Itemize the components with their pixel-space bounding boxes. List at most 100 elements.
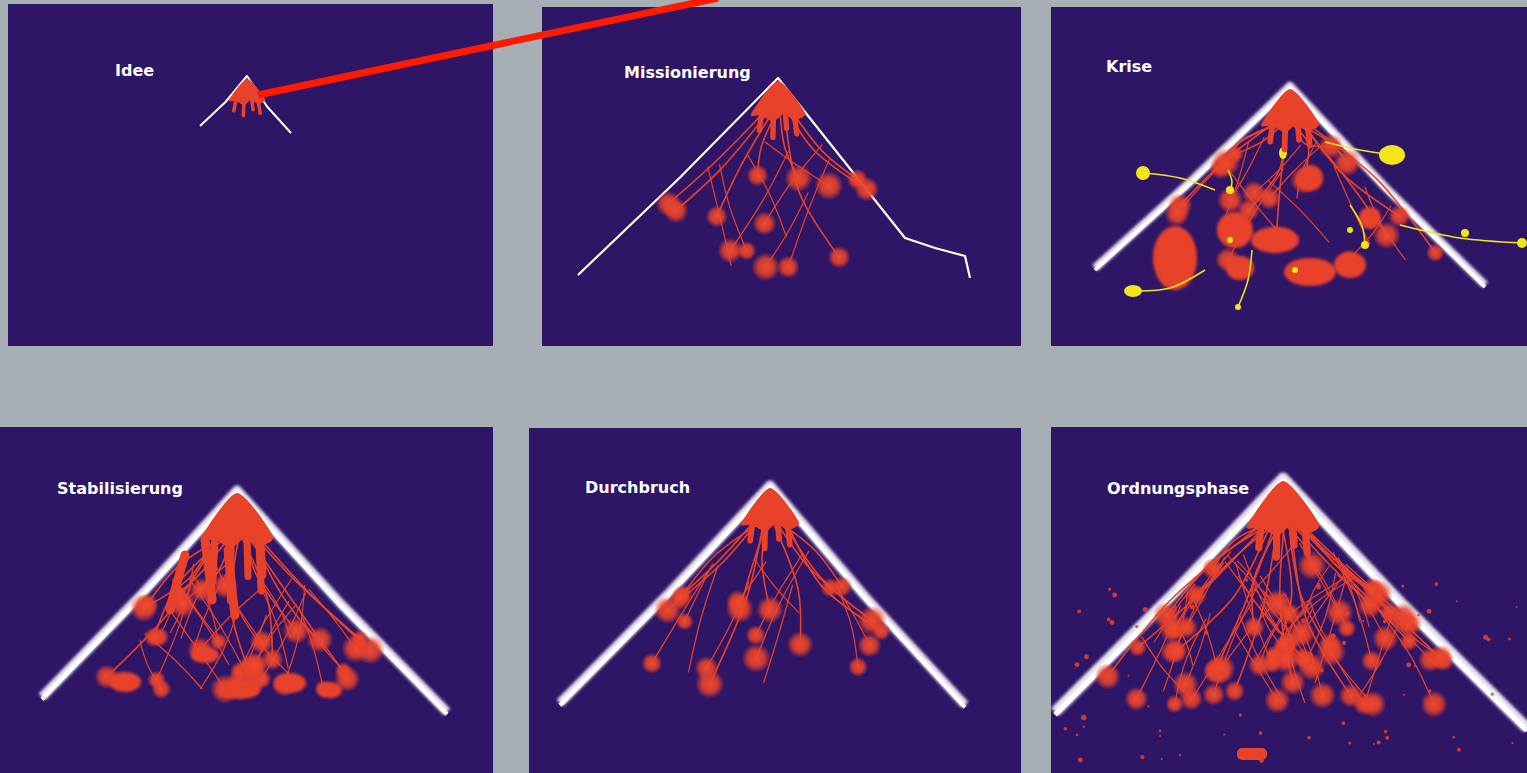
crisis-spot — [1226, 186, 1234, 194]
lava-drip — [762, 523, 768, 548]
lava-speck — [1147, 705, 1149, 707]
lava-drip — [1273, 526, 1281, 557]
crisis-spot — [1227, 237, 1233, 243]
volcano — [42, 490, 447, 714]
lava-drip — [242, 100, 246, 116]
lava-dot — [229, 662, 248, 681]
crisis-spot — [1517, 238, 1527, 248]
lava-speck — [1110, 620, 1115, 625]
lava-drip — [778, 523, 779, 538]
lava-speck — [1173, 605, 1177, 609]
lava-vein — [780, 523, 842, 586]
crisis-spot — [1347, 227, 1353, 233]
lava-dot — [1372, 625, 1399, 652]
lava-dot — [1226, 145, 1244, 163]
lava-speck — [1348, 741, 1351, 744]
mountain-outline — [200, 76, 291, 133]
lava-dot — [675, 612, 693, 630]
lava-vein — [668, 114, 762, 204]
lava-vein — [719, 164, 746, 251]
lava-speck — [1221, 662, 1226, 667]
lava-dot — [147, 670, 166, 689]
lava-speck — [1223, 733, 1225, 735]
lava-speck — [1345, 612, 1349, 616]
snow-edge — [1055, 481, 1527, 731]
lava-vein — [1357, 623, 1399, 699]
lava-vein — [1303, 526, 1443, 661]
lava-speck — [1190, 605, 1195, 610]
lava-speck — [1342, 641, 1346, 645]
lava-blob — [1251, 227, 1299, 253]
panel-ground — [8, 4, 493, 346]
lava-speck — [1394, 617, 1398, 621]
lava-drip — [750, 523, 752, 540]
lava-dot — [282, 617, 309, 644]
lava-vein — [784, 523, 872, 620]
lava-blob — [1297, 165, 1323, 191]
panel-ground — [529, 428, 1021, 773]
lava-drip — [259, 538, 261, 591]
lava-vein — [764, 145, 822, 224]
lava-blob — [318, 682, 342, 698]
lava-speck — [1326, 592, 1329, 595]
lava-dot — [831, 576, 852, 597]
lava-dot — [1184, 584, 1207, 607]
lava-dot — [1172, 671, 1199, 698]
lava-dot — [1353, 693, 1376, 716]
lava-dot — [1362, 577, 1385, 600]
volcano — [200, 76, 291, 133]
lava-speck — [1342, 721, 1346, 725]
lava-dot — [1426, 243, 1445, 262]
lava-dot — [726, 590, 750, 614]
lava-dot — [1175, 616, 1198, 639]
crisis-spot — [1379, 145, 1405, 165]
lava-dot — [751, 252, 780, 281]
lava-dot — [1296, 651, 1316, 671]
lava-speck — [1483, 635, 1488, 640]
lava-speck — [1307, 736, 1311, 740]
lava-speck — [1159, 729, 1162, 732]
lava-speck — [1138, 697, 1141, 700]
lava-drip — [759, 114, 761, 130]
lava-speck — [1491, 693, 1494, 696]
lava-speck — [1457, 748, 1461, 752]
lava-dot — [746, 625, 767, 646]
lava-vein — [1226, 124, 1279, 162]
lava-drip — [170, 555, 185, 610]
lava-dot — [1297, 550, 1327, 580]
stage-label: Krise — [1106, 57, 1152, 77]
lava-drip — [788, 523, 790, 544]
lava-speck — [1377, 740, 1381, 744]
lava-vein — [1276, 124, 1288, 239]
volcano — [578, 78, 970, 282]
lava-speck — [1434, 582, 1438, 586]
lava-speck — [1259, 731, 1263, 735]
lava-dot — [828, 246, 851, 269]
lava-speck — [1401, 584, 1404, 587]
lava-speck — [1427, 609, 1432, 614]
lava-speck — [1373, 743, 1375, 745]
crisis-line — [1135, 270, 1205, 291]
stage-panel: Ordnungsphase — [1051, 427, 1527, 773]
lava-speck — [1084, 654, 1089, 659]
lava-dot — [777, 255, 800, 278]
lava-speck — [1204, 631, 1208, 635]
lava-speck — [1428, 689, 1431, 692]
lava-dot — [1325, 598, 1354, 627]
crisis-spot — [1124, 285, 1142, 297]
lava-dot — [1265, 645, 1284, 664]
lava-drip — [770, 114, 776, 137]
lava-vein — [1194, 600, 1255, 697]
crisis-line — [1400, 225, 1522, 243]
lava-dot — [1165, 695, 1184, 714]
lava-drip — [213, 538, 215, 581]
lava-speck — [1511, 742, 1513, 744]
lava-dot — [1308, 681, 1336, 709]
lava-drip — [1282, 124, 1288, 149]
volcano — [1055, 478, 1527, 763]
mountain-outline — [578, 78, 970, 278]
crisis-spot — [1292, 267, 1298, 273]
lava-dot — [742, 643, 772, 673]
lava-drip — [1305, 526, 1307, 552]
